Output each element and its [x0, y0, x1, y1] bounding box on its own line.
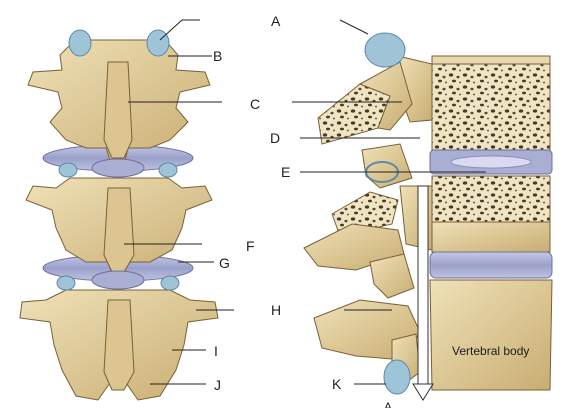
facet-cartilage-low-left	[56, 275, 76, 291]
down-arrow-icon	[412, 185, 434, 401]
posterior-view	[19, 29, 219, 401]
leader-line-a	[339, 19, 369, 35]
lateral-view	[303, 32, 553, 395]
label-e: E	[281, 164, 291, 180]
vertebral-body-top	[431, 61, 551, 151]
label-f: F	[246, 238, 255, 254]
spinous-process-section-top	[317, 83, 391, 145]
intervertebral-disc-lower	[429, 251, 553, 279]
vertebral-body-label: Vertebral body	[452, 344, 530, 358]
label-i: I	[214, 343, 218, 359]
leader-line-left-top	[159, 19, 200, 41]
vertebral-body-bottom	[429, 279, 553, 391]
cartilage-cap-K	[383, 359, 411, 395]
leader-lines	[124, 19, 486, 385]
facet-cartilage-low-right	[160, 275, 180, 291]
label-a: A	[271, 13, 281, 29]
bottom-cut-label: A	[384, 400, 393, 408]
label-g: G	[219, 255, 230, 271]
label-k: K	[332, 376, 342, 392]
cartilage-cap-A	[364, 32, 406, 68]
label-d: D	[270, 130, 281, 146]
label-b: B	[213, 48, 223, 64]
articular-cartilage-top-left	[68, 29, 92, 57]
articular-cartilage-top-right	[146, 29, 170, 57]
spinous-process-middle	[103, 187, 135, 273]
facet-cartilage-mid-left	[58, 162, 78, 178]
label-c: C	[250, 96, 261, 112]
nucleus-pulposus	[450, 155, 532, 169]
spinous-process-top	[103, 61, 133, 159]
vertebral-body-middle	[431, 175, 551, 223]
spinous-process-bottom	[103, 299, 135, 391]
label-j: J	[214, 377, 221, 393]
facet-cartilage-mid-right	[158, 162, 178, 178]
label-h: H	[271, 302, 282, 318]
articular-process-low	[369, 253, 415, 299]
